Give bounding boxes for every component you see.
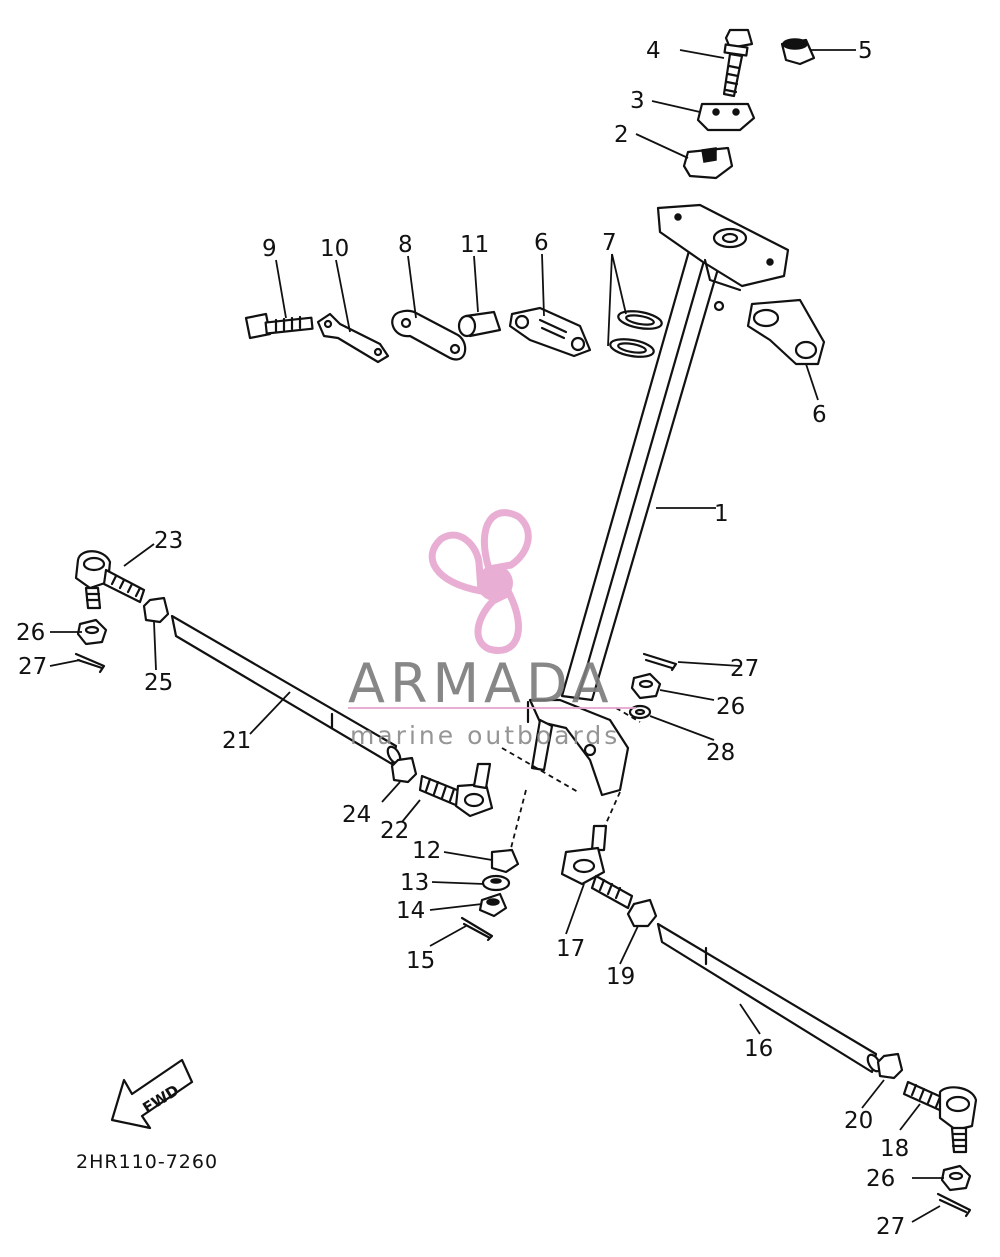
callout-25: 25 [144, 670, 173, 696]
callout-27-arm: 27 [730, 656, 759, 682]
leader-lines [49, 49, 944, 1223]
fwd-arrow: FWD [110, 1058, 194, 1130]
nut-26-bottom [940, 1164, 972, 1192]
lock-plate-10 [316, 312, 390, 364]
watermark-title: ARMADA [348, 652, 614, 715]
callout-13: 13 [400, 870, 429, 896]
callout-21: 21 [222, 728, 251, 754]
callout-10: 10 [320, 236, 349, 262]
callout-14: 14 [396, 898, 425, 924]
tie-rod-end-18 [902, 1080, 978, 1154]
assembly-guide-lines [501, 707, 641, 853]
callout-19: 19 [606, 964, 635, 990]
callout-7: 7 [602, 230, 617, 256]
callout-2: 2 [614, 122, 629, 148]
callout-9: 9 [262, 236, 277, 262]
callout-12: 12 [412, 838, 441, 864]
callout-6-left: 6 [534, 230, 549, 256]
nut-25 [142, 596, 170, 624]
callout-26-arm: 26 [716, 694, 745, 720]
nut-12 [490, 848, 520, 874]
oil-seals-7 [609, 310, 663, 358]
callout-11: 11 [460, 232, 489, 258]
cotter-pin-15 [460, 916, 494, 942]
tie-rod-end-23 [74, 550, 146, 610]
bolt-9 [244, 312, 314, 340]
callout-15: 15 [406, 948, 435, 974]
callout-24: 24 [342, 802, 371, 828]
nut-26-arm [630, 672, 662, 700]
bushing-6-right [746, 298, 826, 366]
callout-18: 18 [880, 1136, 909, 1162]
steering-shaft [560, 228, 729, 702]
tie-rod-end-17 [560, 824, 634, 910]
watermark: ARMADA marine outboards [348, 509, 636, 750]
callout-1: 1 [714, 501, 729, 527]
callout-26-bottom: 26 [866, 1166, 895, 1192]
bolt-4 [722, 28, 754, 98]
cotter-pin-27-left [74, 652, 106, 674]
nut-14 [478, 892, 508, 918]
washer-13 [481, 874, 511, 892]
callout-28: 28 [706, 740, 735, 766]
nut-26-left [76, 618, 108, 646]
callout-20: 20 [844, 1108, 873, 1134]
callout-4: 4 [646, 38, 661, 64]
bushing-6-left [508, 306, 592, 358]
callout-23: 23 [154, 528, 183, 554]
callout-27-left: 27 [18, 654, 47, 680]
callout-6-right: 6 [812, 402, 827, 428]
callout-22: 22 [380, 818, 409, 844]
callout-27-bottom: 27 [876, 1214, 905, 1240]
callout-17: 17 [556, 936, 585, 962]
nut-19 [626, 898, 658, 928]
pitman-arm [526, 698, 630, 797]
callout-labels: 1 2 3 4 5 6 6 7 8 9 10 11 12 13 14 15 16… [16, 38, 909, 1240]
callout-16: 16 [744, 1036, 773, 1062]
cotter-pin-27-arm [642, 652, 678, 672]
collar-11 [457, 310, 502, 338]
cotter-pin-27-bottom [936, 1192, 972, 1218]
upper-bracket [656, 203, 790, 292]
cap-5 [780, 38, 816, 66]
tie-rod-end-22 [418, 762, 494, 818]
callout-26-left: 26 [16, 620, 45, 646]
callout-8: 8 [398, 232, 413, 258]
callout-3: 3 [630, 88, 645, 114]
diagram-code: 2HR110-7260 [76, 1151, 218, 1173]
propeller-icon [428, 509, 532, 654]
watermark-subtitle: marine outboards [350, 721, 620, 750]
plate-8 [391, 309, 467, 361]
nut-24 [390, 756, 418, 784]
tie-rod-left-21 [170, 614, 402, 766]
callout-5: 5 [858, 38, 873, 64]
nut-20 [876, 1052, 904, 1080]
clamp-lower-2 [682, 146, 734, 180]
clamp-upper-3 [696, 102, 756, 132]
